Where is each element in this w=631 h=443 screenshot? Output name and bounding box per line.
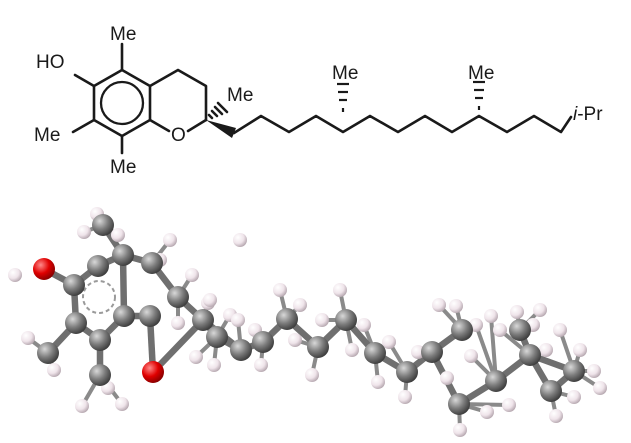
hydrogen-atom [185,268,199,282]
hydrogen-atom [510,305,524,319]
hydrogen-atom [77,225,91,239]
hydrogen-atom [207,358,221,372]
hydrogen-atom [315,313,329,327]
hydrogen-atom [587,364,601,378]
oxygen-atom [142,361,164,383]
hydrogen-atom [21,331,35,345]
carbon-atom [563,360,585,382]
isopropyl-prefix: i [573,104,578,125]
carbon-atom [112,244,134,266]
carbon-atom [252,331,274,353]
hydrogen-atom [567,390,581,404]
hydrogen-atom [553,323,567,337]
ring-oxygen-label: O [171,125,186,146]
carbon-atom [63,274,85,296]
hydrogen-atom [464,349,478,363]
hydrogen-atom [593,381,607,395]
hydrogen-atom [493,323,507,337]
methyl-label-c2: Me [227,85,253,106]
hydrogen-atom [432,298,446,312]
carbon-atom [206,326,228,348]
hydrogen-atom [411,345,425,359]
carbon-atom [509,319,531,341]
hydrogen-atom [288,333,302,347]
methyl-label-top: Me [110,24,136,45]
carbon-atom [87,255,109,277]
hydrogen-atom [440,371,454,385]
carbon-atom [37,342,59,364]
ball-and-stick-model [8,207,607,437]
hydrogen-atom [449,299,463,313]
hashed-bonds [337,80,485,112]
oxygen-bond-stick [149,316,207,376]
isopropyl-suffix: -Pr [577,104,603,125]
carbon-atom [485,370,507,392]
hydrogen-atom [382,335,396,349]
aromatic-ring-marker [82,280,116,314]
hydrogen-atom [333,283,347,297]
hydrogen-atom [293,298,307,312]
hydrogen-atom [171,316,185,330]
hydrogen-atom [398,390,412,404]
carbon-atom [89,329,111,351]
carbon-atom [230,339,252,361]
carbon-atom [167,286,189,308]
hydrogen-atom [75,399,89,413]
hydrogen-atom [549,409,563,423]
hydrogen-atom [115,397,129,411]
wedge-bond [206,120,236,138]
skeletal-bonds [71,42,573,155]
carbon-atom [113,305,135,327]
hydrogen-atom [453,423,467,437]
methyl-label-bottom: Me [110,157,136,178]
carbon-atom [276,308,298,330]
carbon-atom [141,252,163,274]
carbon-atom [192,309,214,331]
hydrogen-atom [231,313,245,327]
isopropyl-label: i-Pr [573,104,603,125]
carbon-atom [519,344,541,366]
hydrogen-atom [573,343,587,357]
oxygen-atom [33,258,55,280]
carbon-atom [364,342,386,364]
carbon-atom [540,380,562,402]
hydrogen-atom [502,398,516,412]
hydrogen-atom [480,405,494,419]
carbon-atom [451,319,473,341]
skeletal-structure: HO Me Me Me O Me Me Me i-Pr [34,24,603,178]
methyl-label-chain-1: Me [332,63,358,84]
hydrogen-atom [8,268,22,282]
hydrogen-atom [189,350,203,364]
carbon-atom [396,361,418,383]
hydroxyl-label: HO [36,52,65,73]
hydrogen-atom [203,293,217,307]
carbon-atom [335,309,357,331]
carbon-atom [92,214,114,236]
hydrogen-atom [254,358,268,372]
hydrogen-atom [357,318,371,332]
methyl-label-chain-2: Me [468,63,494,84]
carbon-atom [65,312,87,334]
hydrogen-atom [233,233,247,247]
carbon-atom [448,393,470,415]
carbon-atom [139,305,161,327]
hydrogen-atom [163,233,177,247]
carbon-atom [307,336,329,358]
hydrogen-atom [345,343,359,357]
hydrogen-atom [305,368,319,382]
methyl-label-left: Me [34,125,60,146]
hydrogen-atom [533,303,547,317]
hydrogen-atom [539,343,553,357]
hydrogen-atom [371,375,385,389]
hydrogen-atom [47,363,61,377]
hydrogen-atom [484,309,498,323]
carbon-atom [421,341,443,363]
hydrogen-atom [111,228,125,242]
hydrogen-atom [273,283,287,297]
carbon-atom [89,364,111,386]
